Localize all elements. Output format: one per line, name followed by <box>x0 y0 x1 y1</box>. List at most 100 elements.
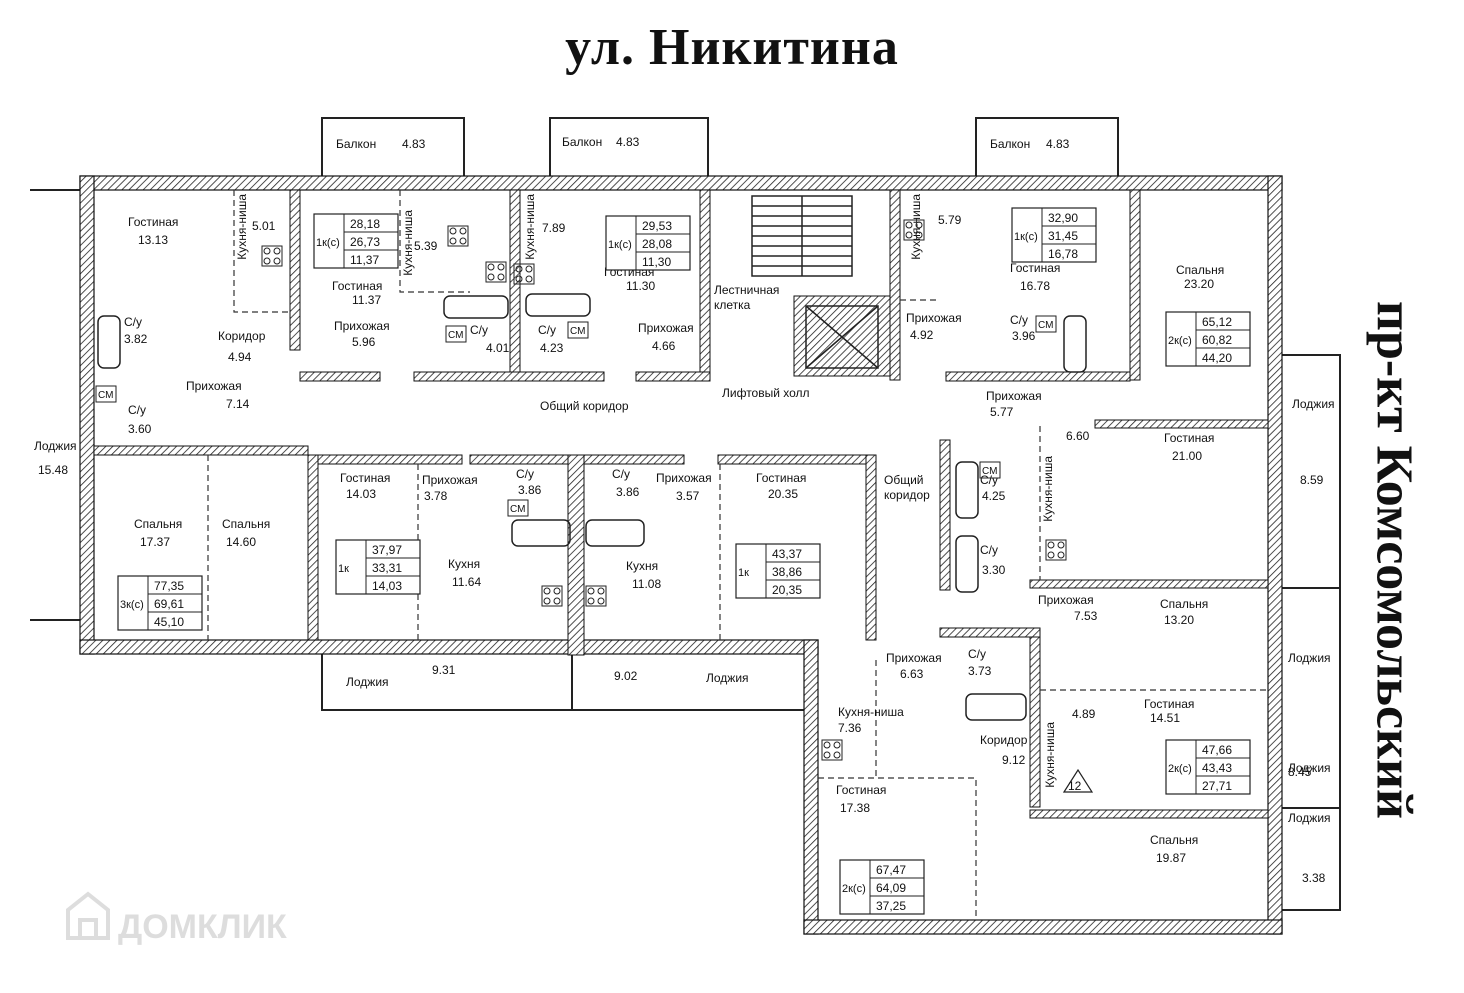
washer-body <box>979 461 1001 479</box>
room-name: Лоджия <box>706 671 749 685</box>
room-area: 9.31 <box>432 663 456 677</box>
washer-body <box>507 499 529 517</box>
burner <box>1057 541 1065 549</box>
room: С/у4.01 <box>470 323 510 355</box>
burner <box>449 227 457 235</box>
room-area: 3.86 <box>518 483 542 497</box>
burner <box>1057 551 1065 559</box>
burner <box>459 227 467 235</box>
washer-body <box>1035 315 1057 333</box>
room: С/у3.73 <box>968 647 992 678</box>
room: Общий коридор <box>540 399 629 413</box>
apartment-type: 3к(с) <box>120 599 144 611</box>
stove-icon <box>1045 539 1067 561</box>
room-name: С/у <box>470 323 488 337</box>
zone-line <box>233 190 290 313</box>
apartment-total-area: 37,97 <box>372 543 402 557</box>
apartment-type: 2к(с) <box>842 883 866 895</box>
room-name: Кухня-ниша <box>401 210 415 276</box>
apartment-living-area: 14,03 <box>372 579 402 593</box>
room: С/у3.96 <box>1010 313 1036 343</box>
apartment-type: 1к <box>338 563 349 575</box>
stove-body <box>903 219 925 241</box>
burner <box>905 231 913 239</box>
burner <box>597 597 605 605</box>
room-area: 6.63 <box>900 667 924 681</box>
burner <box>1047 551 1055 559</box>
room-area: 7.89 <box>542 221 566 235</box>
room: Лоджия 9.31 <box>346 663 456 689</box>
washer-label: СМ <box>982 466 997 477</box>
apartment-living-area: 44,20 <box>1202 351 1232 365</box>
room-name: Лоджия <box>346 675 389 689</box>
stove-body <box>541 585 563 607</box>
burner <box>263 257 271 265</box>
room-area: 5.01 <box>252 219 276 233</box>
room-name: Прихожая <box>186 379 242 393</box>
wall <box>509 189 521 381</box>
burner <box>823 751 831 759</box>
wall <box>317 454 463 465</box>
bathtub-icon <box>1063 315 1087 373</box>
washer-label: СМ <box>98 390 113 401</box>
stove-icon <box>485 261 507 283</box>
wall <box>79 639 819 655</box>
room-area: 3.30 <box>982 563 1006 577</box>
room-name: Балкон <box>562 135 602 149</box>
stove-icon <box>261 245 283 267</box>
wall <box>945 371 1131 382</box>
apartment-total-area: 77,35 <box>154 579 184 593</box>
room-area: 11.64 <box>452 575 481 589</box>
burner <box>587 597 595 605</box>
room-area: 3.96 <box>1012 329 1036 343</box>
room-name: Лифтовый холл <box>722 386 810 400</box>
room-name: Гостиная <box>1144 697 1194 711</box>
apartment-area-no-balcony: 33,31 <box>372 561 402 575</box>
apartment-total-area: 28,18 <box>350 217 380 231</box>
washer-body <box>95 385 117 403</box>
apartment-summary: 1к 37,97 33,31 14,03 <box>335 539 421 595</box>
room-name: Кухня <box>626 559 658 573</box>
room-area: 14.03 <box>346 487 376 501</box>
stove-icon <box>447 225 469 247</box>
room-name: Прихожая <box>422 473 478 487</box>
room-area: 13.13 <box>138 233 168 247</box>
room-name: Лоджия <box>1288 761 1331 775</box>
room-area: 9.02 <box>614 669 638 683</box>
room-area: 13.20 <box>1164 613 1194 627</box>
triangle-marker-icon <box>1062 768 1094 793</box>
summary-frame <box>839 859 925 915</box>
room-name: Лоджия <box>1288 651 1331 665</box>
bathtub-icon <box>97 315 121 369</box>
room-name: Кухня-ниша <box>1043 722 1057 788</box>
room-area: 17.37 <box>140 535 170 549</box>
room-name: Коридор <box>980 733 1028 747</box>
apartment-total-area: 67,47 <box>876 863 906 877</box>
stove-body <box>585 585 607 607</box>
marker-label: 12 <box>1068 779 1082 793</box>
burner <box>487 263 495 271</box>
apartment-total-area: 43,37 <box>772 547 802 561</box>
summary-frame <box>1165 739 1251 795</box>
room: Лоджия 9.02 <box>614 669 749 685</box>
stove-body <box>1045 539 1067 561</box>
